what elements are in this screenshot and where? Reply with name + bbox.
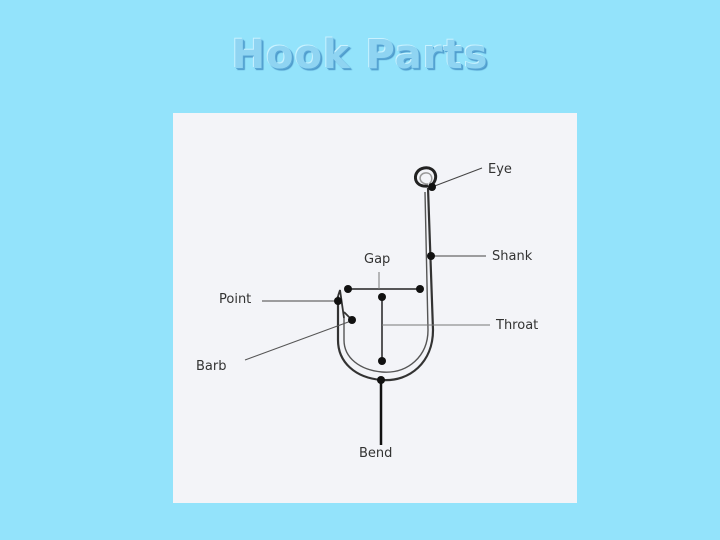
gap-left-dot [344, 285, 352, 293]
eye-leader-line [431, 167, 483, 188]
hook-shank-outer [336, 187, 435, 382]
throat-label: Throat [495, 318, 538, 333]
barb-leader-line [244, 320, 352, 361]
shank-label: Shank [492, 249, 533, 264]
eye-dot [428, 183, 436, 191]
bend-dot [377, 376, 385, 384]
barb-label: Barb [196, 359, 226, 374]
eye-label: Eye [488, 162, 512, 177]
hook-shank-inner [343, 191, 429, 373]
slide-title: Hook Parts [231, 32, 489, 78]
throat-top-dot [378, 293, 386, 301]
point-label: Point [219, 292, 251, 307]
gap-right-dot [416, 285, 424, 293]
hook-eye-inner [419, 172, 433, 185]
diagram-panel [173, 113, 577, 503]
hook-eye-loop [414, 166, 438, 188]
hook-point [337, 289, 345, 319]
bend-label: Bend [359, 446, 392, 461]
throat-bottom-dot [378, 357, 386, 365]
point-dot [334, 297, 342, 305]
gap-label: Gap [364, 252, 390, 267]
barb-dot [348, 316, 356, 324]
shank-dot [427, 252, 435, 260]
